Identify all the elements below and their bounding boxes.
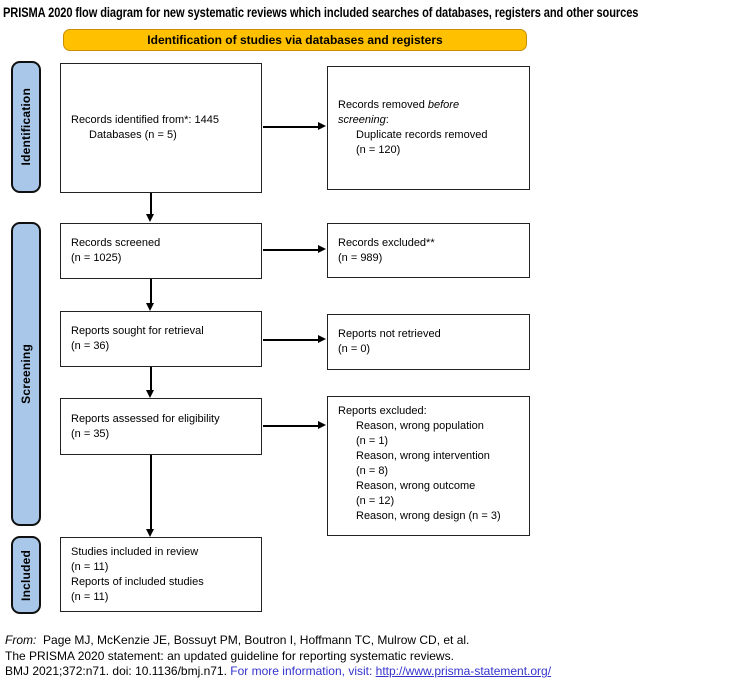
box-line: (n = 1025): [71, 252, 122, 264]
box-line: (n = 35): [71, 427, 110, 440]
banner-label: Identification of studies via databases …: [147, 33, 443, 47]
banner-identification-of-studies: Identification of studies via databases …: [63, 29, 527, 51]
sidebar-label-identification: Identification: [11, 61, 41, 193]
sidebar-label-included: Included: [11, 536, 41, 614]
box-records-identified: Records identified from*: 1445 Databases…: [60, 63, 262, 193]
box-line: Records excluded**: [338, 236, 435, 249]
text-segment: :: [385, 114, 389, 126]
box-records-removed: Records removed before screening: Duplic…: [327, 66, 530, 190]
sidebar-label-text: Identification: [19, 88, 33, 166]
box-line: (n = 0): [338, 343, 371, 355]
footer-citation-line3: BMJ 2021;372:n71. doi: 10.1136/bmj.n71. …: [5, 664, 551, 680]
sidebar-label-screening: Screening: [11, 222, 41, 526]
text-segment-italic: screening: [338, 114, 386, 126]
box-line: Reports not retrieved: [338, 328, 441, 340]
page-title-text: PRISMA 2020 flow diagram for new systema…: [3, 5, 639, 20]
footer-citation-line2: The PRISMA 2020 statement: an updated gu…: [5, 648, 454, 663]
box-line: Reason, wrong design (n = 3): [356, 510, 501, 522]
arrow-down-screened-to-sought: [147, 279, 154, 311]
box-line: Studies included in review: [71, 545, 199, 558]
box-records-excluded: Records excluded** (n = 989): [327, 223, 530, 278]
box-line: Records identified from*: 1445: [71, 114, 219, 126]
journal-citation: BMJ 2021;372:n71. doi: 10.1136/bmj.n71.: [5, 664, 231, 678]
box-reports-sought: Reports sought for retrieval (n = 36): [60, 311, 262, 367]
box-line: (n = 989): [338, 251, 383, 264]
box-line: Reports assessed for eligibility: [71, 412, 220, 425]
box-reports-excluded-reasons: Reports excluded: Reason, wrong populati…: [327, 396, 530, 536]
prisma-statement-link[interactable]: http://www.prisma-statement.org/: [375, 664, 552, 678]
box-line: (n = 120): [356, 144, 401, 156]
box-line: Reports excluded:: [338, 405, 427, 417]
box-line: Records removed before: [338, 98, 523, 113]
box-line: Reason, wrong intervention: [356, 450, 490, 462]
box-line: (n = 8): [356, 465, 389, 477]
box-records-screened: Records screened (n = 1025): [60, 223, 262, 279]
arrow-down-assessed-to-included: [147, 455, 154, 537]
box-line: screening:: [338, 113, 523, 128]
authors-text: Page MJ, McKenzie JE, Bossuyt PM, Boutro…: [36, 633, 470, 647]
box-line: (n = 11): [71, 560, 109, 573]
box-line: Reports of included studies: [71, 575, 204, 588]
text-segment-italic: before: [427, 99, 460, 111]
box-line: (n = 1): [356, 435, 389, 447]
box-line: Reason, wrong outcome: [356, 480, 476, 492]
footer-citation: From: Page MJ, McKenzie JE, Bossuyt PM, …: [5, 633, 551, 680]
box-reports-not-retrieved: Reports not retrieved (n = 0): [327, 314, 530, 370]
arrow-right-assessed-to-excluded: [263, 422, 326, 429]
more-info-text: For more information, visit:: [230, 664, 376, 678]
arrow-down-sought-to-assessed: [147, 367, 154, 398]
box-line: (n = 11): [71, 590, 109, 603]
box-studies-included: Studies included in review (n = 11) Repo…: [60, 537, 262, 612]
box-line: Reports sought for retrieval: [71, 325, 204, 337]
arrow-right-sought-to-not-retrieved: [263, 336, 326, 343]
box-line: (n = 36): [71, 340, 110, 352]
arrow-down-identified-to-screened: [147, 193, 154, 222]
sidebar-label-text: Included: [19, 549, 33, 601]
page-title: PRISMA 2020 flow diagram for new systema…: [3, 4, 754, 22]
from-label: From:: [5, 633, 37, 647]
box-line: Reason, wrong population: [356, 420, 484, 432]
arrow-right-identified-to-removed: [263, 123, 326, 130]
box-reports-assessed: Reports assessed for eligibility (n = 35…: [60, 398, 262, 455]
box-line: (n = 12): [356, 495, 395, 507]
box-line: Databases (n = 5): [89, 129, 177, 141]
text-segment: Records removed: [338, 99, 428, 111]
box-line: Duplicate records removed: [356, 129, 488, 141]
footer-citation-line1: From: Page MJ, McKenzie JE, Bossuyt PM, …: [5, 633, 551, 649]
box-line: Records screened: [71, 237, 161, 249]
sidebar-label-text: Screening: [19, 344, 33, 404]
arrow-right-screened-to-excluded: [263, 246, 326, 253]
